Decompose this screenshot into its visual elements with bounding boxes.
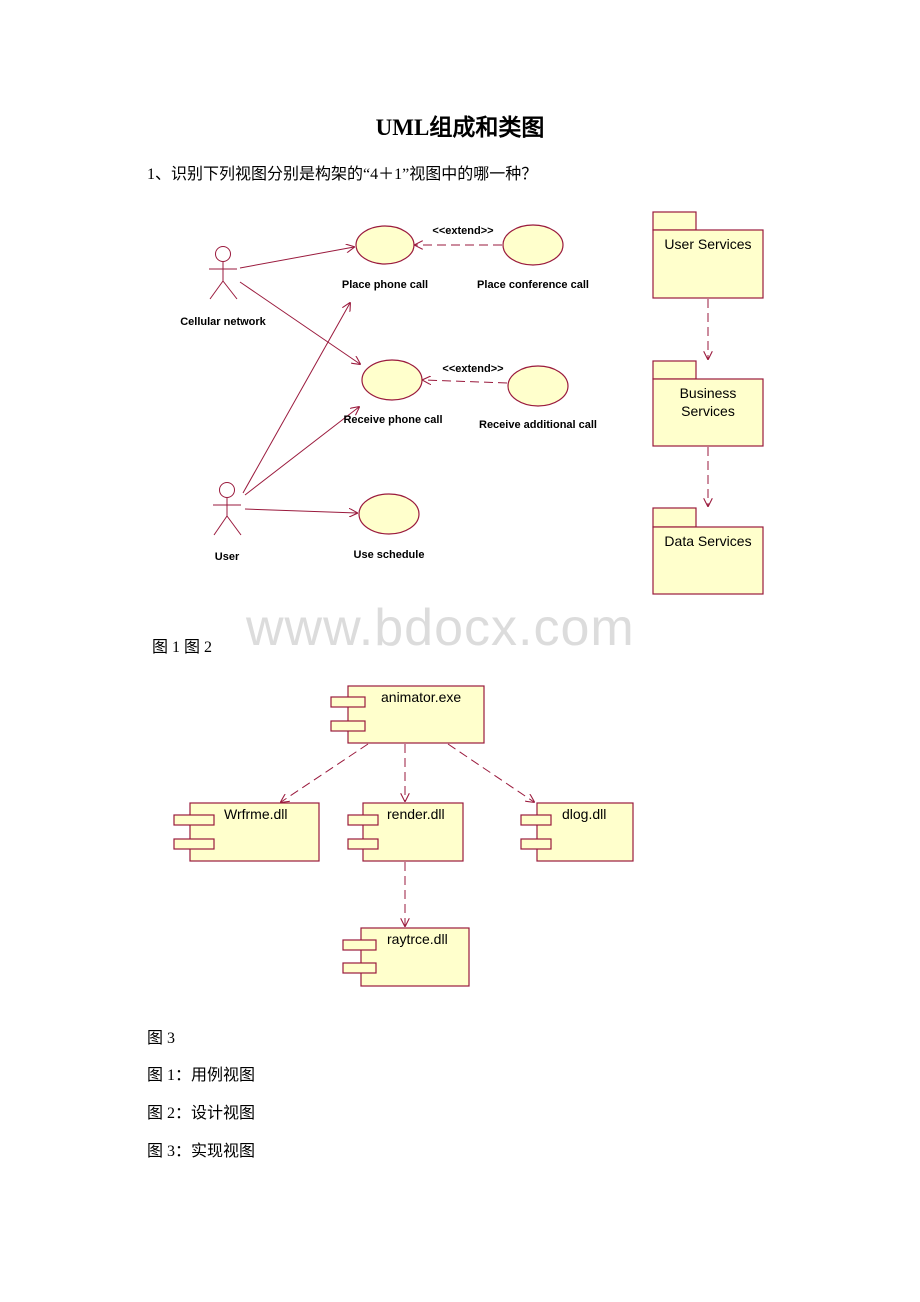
extend-stereotype: <<extend>> [442,363,503,375]
figure-caption: 图 1 图 2 [152,639,213,656]
component-raytrce-dll [360,927,470,987]
component-port [520,838,552,850]
package-user-services [652,229,764,299]
use-case-label: Use schedule [354,549,425,561]
use-case-label: Receive additional call [479,419,597,431]
dependency-line [447,743,534,802]
package-tab [652,507,697,528]
answer-line: 图 1：用例视图 [147,1067,256,1084]
component-port [330,720,366,732]
component-port [347,814,379,826]
figure-caption: 图 3 [147,1030,176,1047]
component-port [342,962,377,974]
component-port [342,939,377,951]
package-diagram: User Services Business Services Data Ser… [652,211,764,595]
association-line [239,247,354,269]
actor-user [213,482,242,536]
component-port [347,838,379,850]
question-text: 1、识别下列视图分别是构架的“4＋1”视图中的哪一种？ [147,166,538,183]
component-animator-exe [347,685,485,744]
component-label: dlog.dll [562,806,606,822]
use-case-receive-phone-call [361,359,423,401]
use-case-place-phone-call [355,225,415,265]
use-case-receive-additional-call [507,365,569,407]
component-label: render.dll [387,806,445,822]
use-case-diagram: Cellular network User Place phone call P… [180,224,597,563]
extend-line [423,380,508,383]
answer-line: 图 3：实现视图 [147,1143,256,1160]
answer-line: 图 2：设计视图 [147,1105,256,1122]
package-label: Services [681,403,735,419]
use-case-use-schedule [358,493,420,535]
association-line [239,281,360,364]
package-business-services [652,378,764,447]
dependency-line [281,743,369,802]
package-tab [652,360,697,380]
actor-label: Cellular network [180,316,266,328]
package-label: User Services [664,236,751,252]
component-label: raytrce.dll [387,931,448,947]
use-case-place-conference-call [502,224,564,266]
component-render-dll [362,802,464,862]
component-port [173,814,215,826]
component-wrfrme-dll [189,802,320,862]
page-title: UML组成和类图 [375,115,545,140]
actor-cellular-network [209,246,238,300]
package-label: Business [680,385,737,401]
package-tab [652,211,697,231]
component-dlog-dll [536,802,634,862]
extend-stereotype: <<extend>> [432,225,493,237]
use-case-label: Place conference call [477,279,589,291]
association-line [244,509,357,513]
watermark: www.bdocx.com [246,599,635,657]
component-label: animator.exe [381,689,461,705]
actor-label: User [215,551,240,563]
use-case-label: Receive phone call [343,414,442,426]
component-diagram: animator.exe Wrfrme.dll render.dll dlog.… [173,685,634,987]
component-port [173,838,215,850]
association-line [242,303,350,494]
package-data-services [652,526,764,595]
use-case-label: Place phone call [342,279,428,291]
package-label: Data Services [664,533,751,549]
component-label: Wrfrme.dll [224,806,288,822]
component-port [520,814,552,826]
association-line [244,407,359,496]
component-port [330,696,366,708]
